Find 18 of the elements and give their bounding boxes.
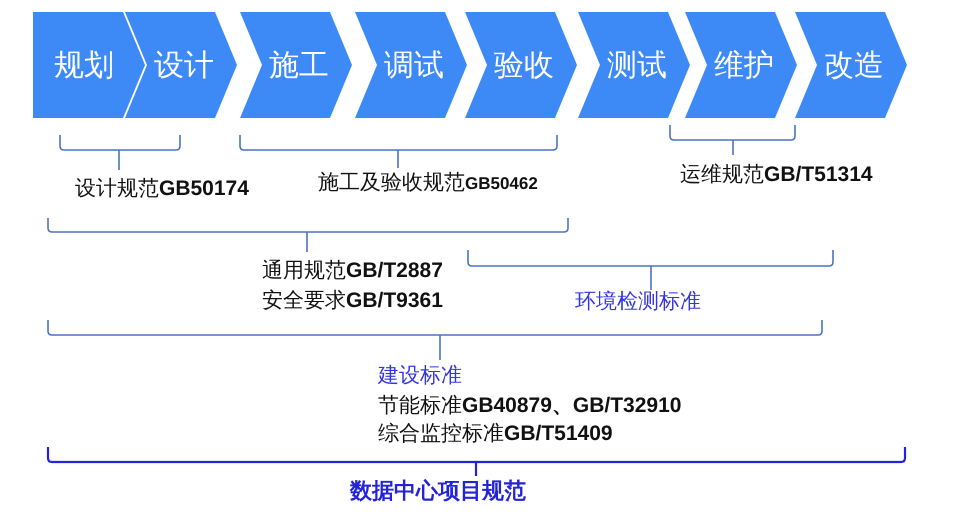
standard-label: 设计规范GB50174 — [75, 178, 249, 199]
standard-label: 节能标准GB40879、GB/T32910 — [378, 395, 682, 416]
chevron-step: 改造 — [795, 12, 907, 118]
standard-label: 运维规范GB/T51314 — [680, 164, 873, 185]
standard-label: 安全要求GB/T9361 — [262, 290, 443, 311]
chevron-step: 规划 — [33, 12, 145, 118]
chevron-step: 验收 — [465, 12, 577, 118]
category-label: 建设标准 — [378, 365, 462, 386]
chevron-step: 设计 — [125, 12, 237, 118]
standard-label: 通用规范GB/T2887 — [262, 260, 443, 281]
standard-label: 施工及验收规范GB50462 — [318, 172, 538, 193]
category-label: 环境检测标准 — [575, 291, 701, 312]
chevron-step: 测试 — [578, 12, 690, 118]
chevron-step: 施工 — [240, 12, 352, 118]
chevron-step: 调试 — [355, 12, 467, 118]
standard-label: 综合监控标准GB/T51409 — [378, 423, 613, 444]
chevron-step: 维护 — [685, 12, 797, 118]
summary-label: 数据中心项目规范 — [350, 480, 526, 502]
